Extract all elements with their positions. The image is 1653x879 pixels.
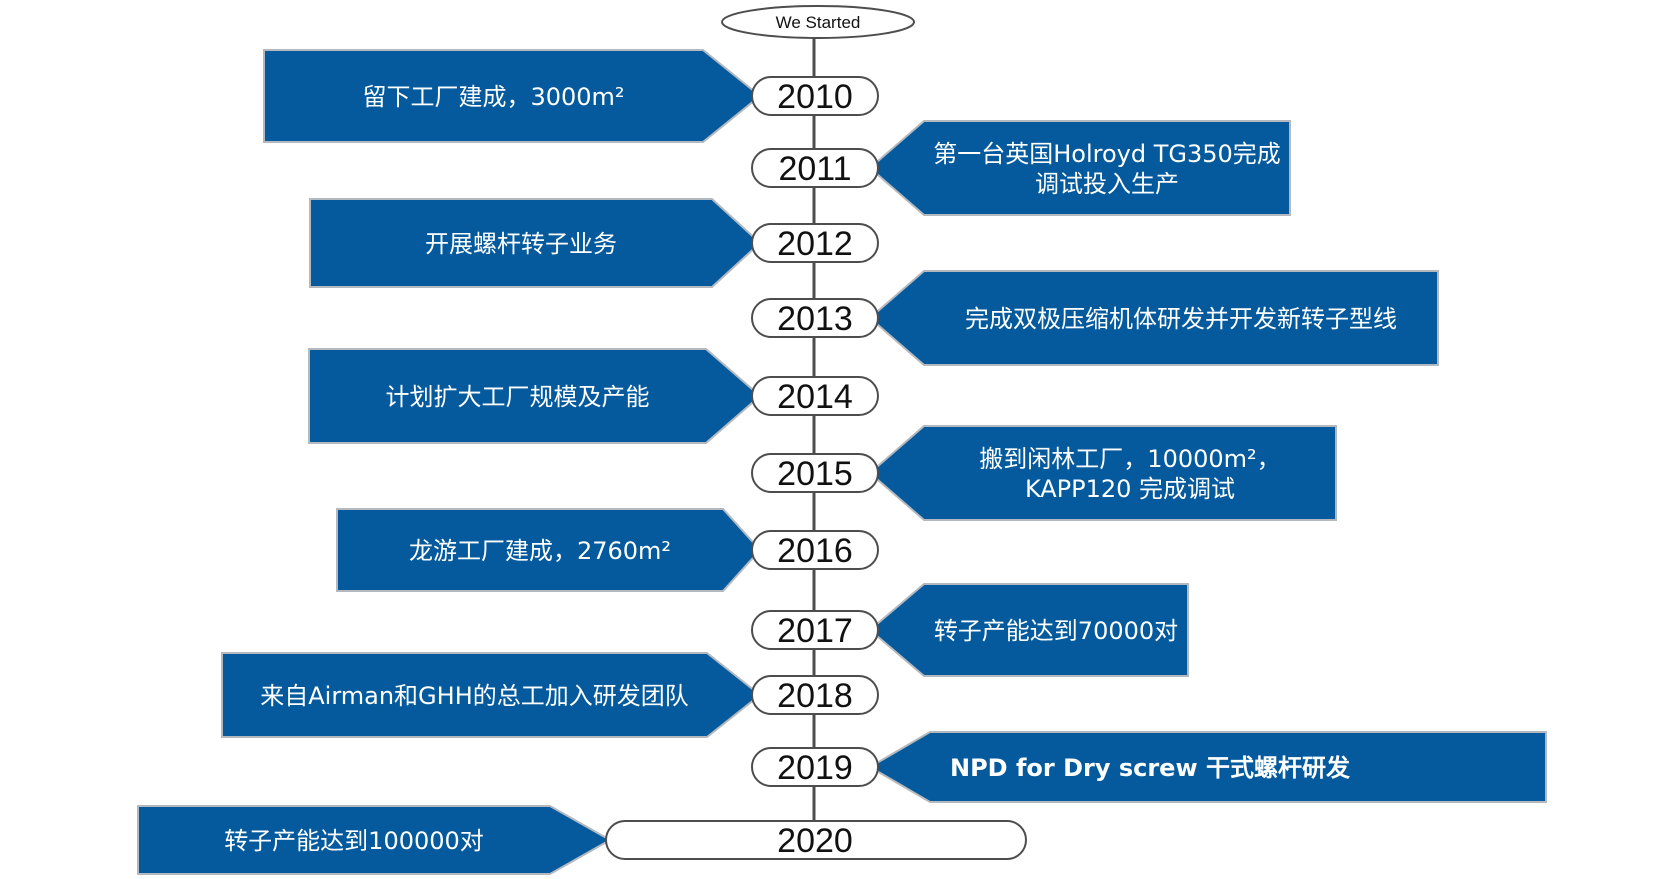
year-label: 2018 <box>777 677 853 715</box>
year-pill <box>751 530 879 570</box>
year-node-2019: 2019 <box>751 747 879 787</box>
year-label: 2010 <box>777 78 853 116</box>
start-label: We Started <box>776 13 861 32</box>
year-node-2014: 2014 <box>751 376 879 416</box>
milestone-box <box>309 198 762 288</box>
milestone-text: 完成双极压缩机体研发并开发新转子型线 <box>965 305 1397 333</box>
year-pill <box>751 223 879 263</box>
year-node-2010: 2010 <box>751 76 879 116</box>
year-label: 2012 <box>777 225 853 263</box>
year-node-2011: 2011 <box>751 148 879 188</box>
milestone-text: 开展螺杆转子业务 <box>425 230 617 258</box>
year-pill <box>751 453 879 493</box>
year-label: 2020 <box>777 822 853 860</box>
milestone-text: KAPP120 完成调试 <box>1025 475 1235 503</box>
year-node-2018: 2018 <box>751 675 879 715</box>
milestone-text: 第一台英国Holroyd TG350完成 <box>933 140 1281 168</box>
year-pill <box>751 376 879 416</box>
milestone-box <box>221 652 762 738</box>
milestone-text: 搬到闲林工厂，10000m²， <box>979 445 1280 473</box>
year-node-2015: 2015 <box>751 453 879 493</box>
year-label: 2011 <box>778 150 851 188</box>
year-pill <box>751 76 879 116</box>
milestone-text: 计划扩大工厂规模及产能 <box>386 383 650 411</box>
milestone-box <box>263 49 762 143</box>
year-label: 2017 <box>777 612 853 650</box>
milestone-2014: 计划扩大工厂规模及产能 <box>308 348 762 444</box>
milestone-2019: NPD for Dry screw 干式螺杆研发 <box>868 731 1547 803</box>
milestone-2015: 搬到闲林工厂，10000m²，KAPP120 完成调试 <box>868 425 1337 521</box>
milestone-box <box>868 425 1337 521</box>
start-node: We Started <box>721 5 915 39</box>
year-node-2020: 2020 <box>605 820 1027 860</box>
milestone-box <box>868 731 1547 803</box>
year-label: 2016 <box>777 532 853 570</box>
milestone-box <box>308 348 762 444</box>
milestone-box <box>868 270 1439 366</box>
milestone-box <box>137 805 613 875</box>
year-pill <box>751 610 879 650</box>
milestone-2020: 转子产能达到100000对 <box>137 805 613 875</box>
milestone-text: 转子产能达到100000对 <box>224 827 484 855</box>
year-pill <box>751 148 879 188</box>
milestone-text: 留下工厂建成，3000m² <box>362 83 624 111</box>
milestone-box <box>336 508 762 592</box>
milestone-text: 来自Airman和GHH的总工加入研发团队 <box>260 682 689 710</box>
year-node-2012: 2012 <box>751 223 879 263</box>
year-pill <box>751 298 879 338</box>
milestone-text: NPD for Dry screw 干式螺杆研发 <box>950 754 1350 782</box>
year-label: 2015 <box>777 455 853 493</box>
milestone-box <box>868 583 1189 677</box>
milestone-text: 转子产能达到70000对 <box>934 617 1178 645</box>
milestone-text: 龙游工厂建成，2760m² <box>409 537 671 565</box>
year-pill <box>751 747 879 787</box>
milestone-text: 调试投入生产 <box>1035 170 1179 198</box>
milestone-2016: 龙游工厂建成，2760m² <box>336 508 762 592</box>
year-node-2016: 2016 <box>751 530 879 570</box>
year-pill <box>751 675 879 715</box>
milestone-2010: 留下工厂建成，3000m² <box>263 49 762 143</box>
milestone-2012: 开展螺杆转子业务 <box>309 198 762 288</box>
milestone-2013: 完成双极压缩机体研发并开发新转子型线 <box>868 270 1439 366</box>
year-label: 2019 <box>777 749 853 787</box>
year-pill <box>605 820 1027 860</box>
milestone-2018: 来自Airman和GHH的总工加入研发团队 <box>221 652 762 738</box>
milestone-2017: 转子产能达到70000对 <box>868 583 1189 677</box>
year-node-2017: 2017 <box>751 610 879 650</box>
year-label: 2014 <box>777 378 853 416</box>
year-node-2013: 2013 <box>751 298 879 338</box>
year-label: 2013 <box>777 300 853 338</box>
milestone-box <box>868 120 1291 216</box>
